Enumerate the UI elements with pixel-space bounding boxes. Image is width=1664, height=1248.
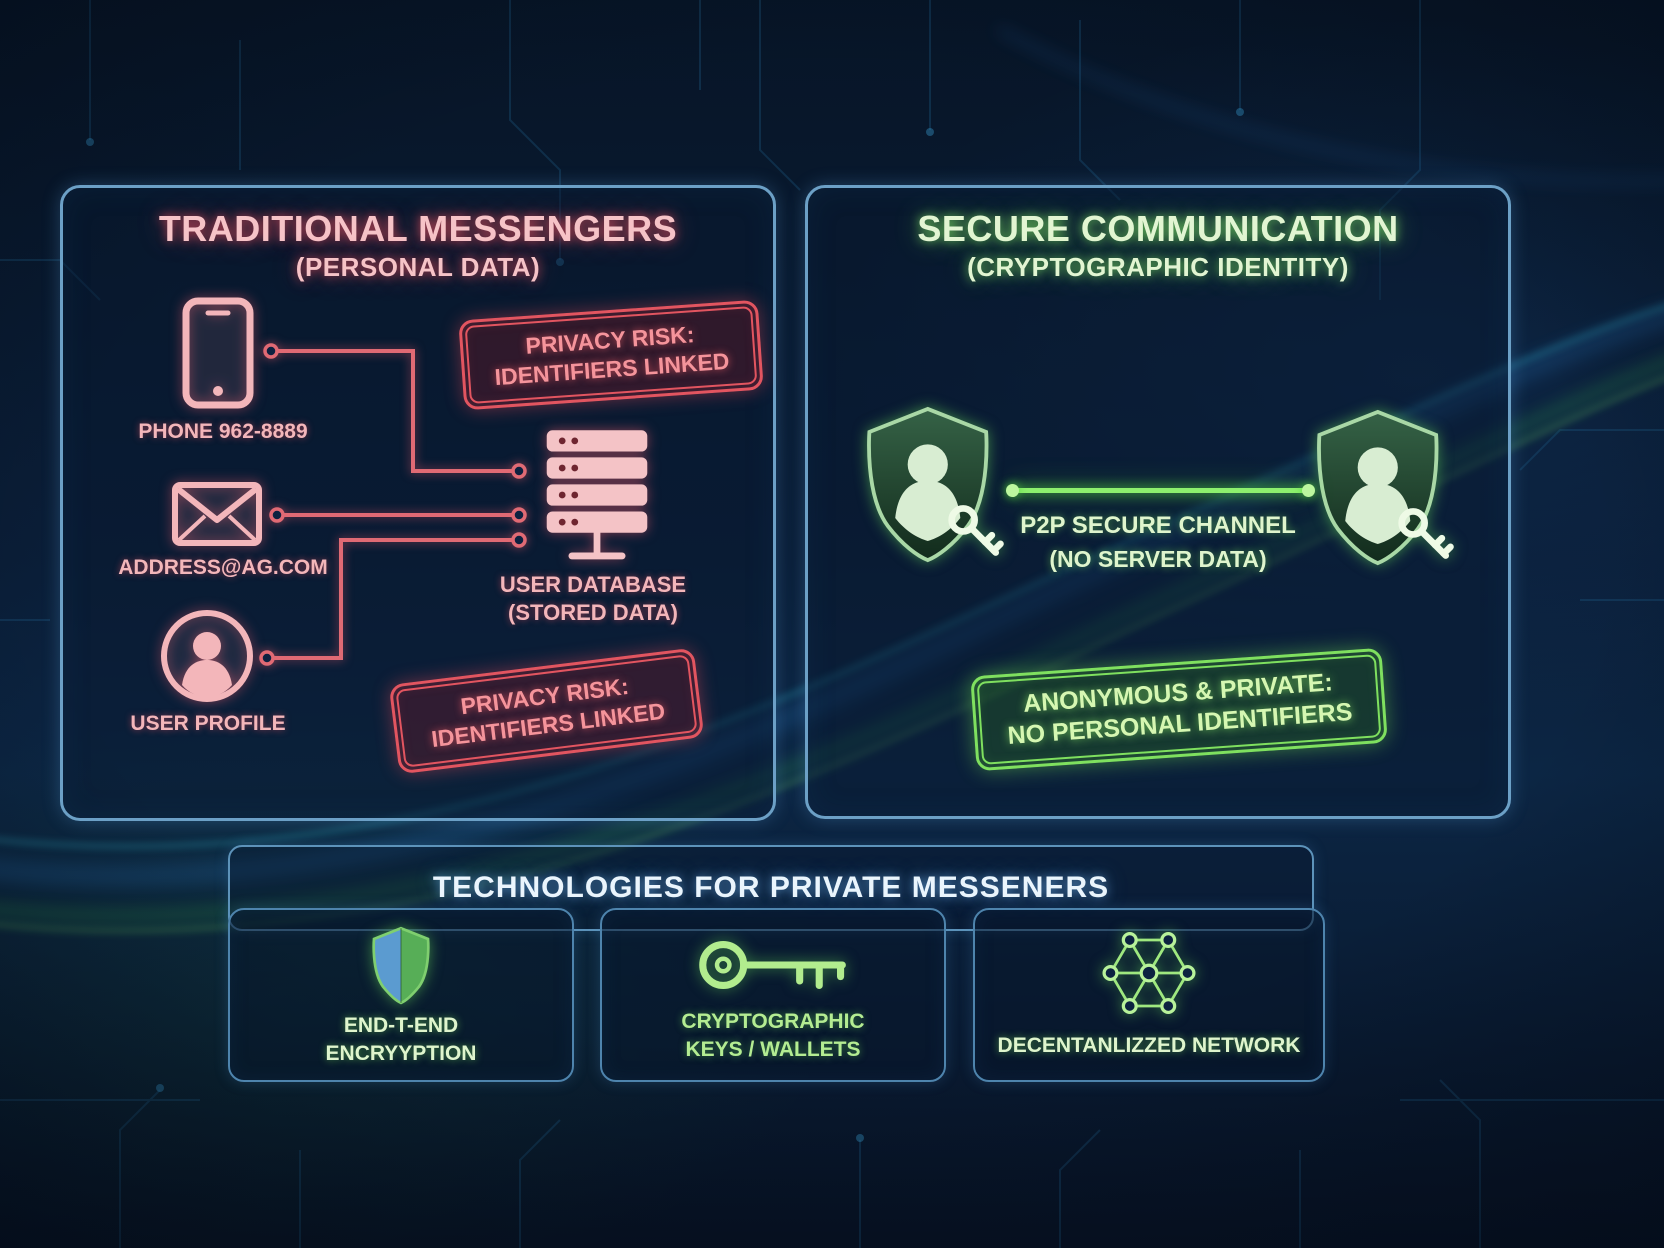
right-panel-subtitle: (CRYPTOGRAPHIC IDENTITY) bbox=[967, 252, 1349, 282]
privacy-risk-stamp-top: PRIVACY RISK: IDENTIFIERS LINKED bbox=[458, 299, 764, 410]
channel-label-line2: (NO SERVER DATA) bbox=[1049, 546, 1267, 572]
email-label: ADDRESS@AG.COM bbox=[118, 556, 328, 579]
channel-endpoint-dot bbox=[1302, 484, 1315, 497]
user-profile-label: USER PROFILE bbox=[130, 712, 286, 735]
shield-user-key-icon-right bbox=[1306, 406, 1461, 571]
card-cryptographic-keys: CRYPTOGRAPHIC KEYS / WALLETS bbox=[600, 908, 946, 1082]
card-label-line1: CRYPTOGRAPHIC bbox=[681, 1010, 865, 1033]
card-label-line2: KEYS / WALLETS bbox=[685, 1038, 861, 1061]
network-icon bbox=[975, 918, 1323, 1028]
server-database-icon bbox=[539, 428, 655, 564]
anonymous-private-stamp: ANONYMOUS & PRIVATE: NO PERSONAL IDENTIF… bbox=[970, 647, 1388, 771]
key-icon bbox=[602, 932, 944, 998]
right-panel-title: SECURE COMMUNICATION bbox=[917, 208, 1399, 249]
user-profile-icon bbox=[159, 608, 255, 704]
database-label-line1: USER DATABASE bbox=[499, 572, 687, 597]
card-label-line1: END-T-END bbox=[343, 1014, 459, 1037]
database-label-line2: (STORED DATA) bbox=[508, 600, 678, 625]
card-end-to-end-encryption: END-T-END ENCRYYPTION bbox=[228, 908, 574, 1082]
secure-communication-panel: SECURE COMMUNICATION (CRYPTOGRAPHIC IDEN… bbox=[805, 185, 1511, 819]
p2p-channel-line bbox=[1013, 488, 1308, 493]
left-panel-subtitle: (PERSONAL DATA) bbox=[295, 252, 541, 282]
envelope-icon bbox=[171, 480, 263, 548]
technologies-title: TECHNOLOGIES FOR PRIVATE MESSENERS bbox=[432, 871, 1110, 904]
traditional-messengers-panel: TRADITIONAL MESSENGERS (PERSONAL DATA) P… bbox=[60, 185, 776, 821]
channel-endpoint-dot bbox=[1006, 484, 1019, 497]
left-panel-title: TRADITIONAL MESSENGERS bbox=[158, 208, 678, 249]
card-label-line1: DECENTANLIZZED NETWORK bbox=[997, 1034, 1301, 1057]
card-label-line2: ENCRYYPTION bbox=[325, 1042, 477, 1065]
channel-label-line1: P2P SECURE CHANNEL bbox=[1020, 512, 1296, 539]
shield-user-key-icon-left bbox=[856, 403, 1011, 568]
card-decentralized-network: DECENTANLIZZED NETWORK bbox=[973, 908, 1325, 1082]
shield-icon bbox=[230, 924, 572, 1008]
phone-label: PHONE 962-8889 bbox=[138, 420, 308, 443]
smartphone-icon bbox=[181, 296, 255, 410]
privacy-risk-stamp-bottom: PRIVACY RISK: IDENTIFIERS LINKED bbox=[388, 647, 705, 774]
